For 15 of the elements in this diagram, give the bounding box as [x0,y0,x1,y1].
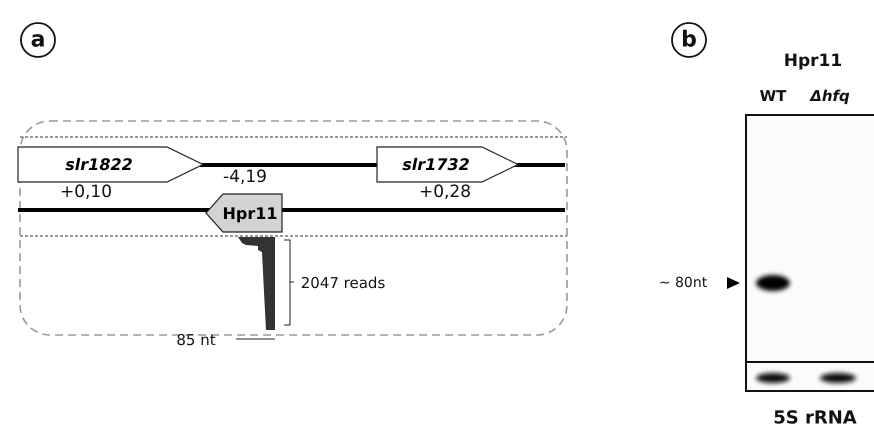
gene-name: slr1822 [65,155,134,174]
panel-letter: b [681,28,697,52]
length-label: 85 nt [176,331,216,349]
size-marker-label: ~ 80nt [658,275,708,291]
srna-name: Hpr11 [222,204,278,222]
gene-name: slr1732 [402,155,471,174]
read-count-label: 2047 reads [300,274,386,292]
fold-change-value: +0,28 [418,182,472,202]
loading-control-label: 5S rRNA [773,408,857,428]
blot-title: Hpr11 [784,51,842,71]
fold-change-value: +0,10 [60,182,112,202]
fold-change-value: -4,19 [223,167,267,187]
lane-label: WT [760,87,786,105]
panel-letter: a [30,28,46,52]
lane-label: Δhfq [810,87,850,105]
